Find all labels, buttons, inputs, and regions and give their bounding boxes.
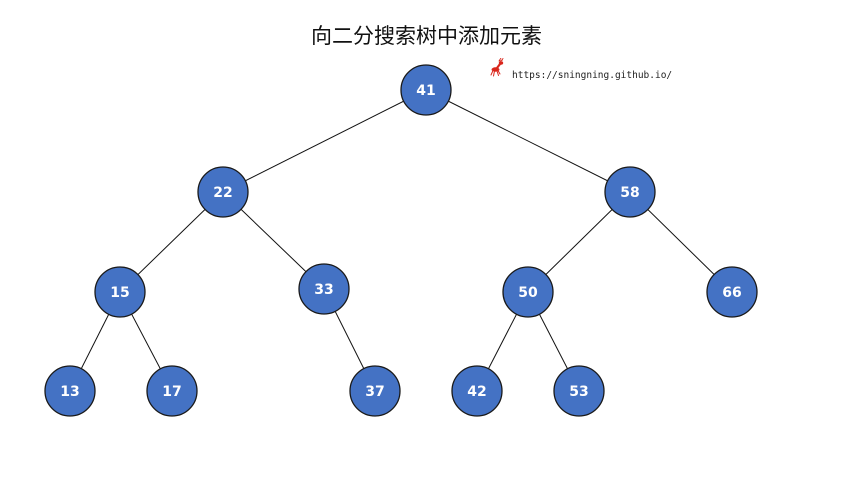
edge-41-58 bbox=[425, 89, 631, 193]
node-circle bbox=[502, 266, 554, 318]
node-circle bbox=[197, 166, 249, 218]
node-circle bbox=[349, 365, 401, 417]
node-circle bbox=[94, 266, 146, 318]
edge-41-22 bbox=[222, 89, 427, 193]
tree-node-58: 58 bbox=[604, 166, 656, 218]
diagram-title: 向二分搜索树中添加元素 bbox=[311, 24, 542, 48]
tree-node-15: 15 bbox=[94, 266, 146, 318]
tree-nodes: 41 22 58 15 33 50 66 13 17 37 42 53 bbox=[44, 64, 758, 417]
node-circle bbox=[44, 365, 96, 417]
tree-edges bbox=[69, 89, 733, 392]
tree-node-37: 37 bbox=[349, 365, 401, 417]
node-label: 37 bbox=[365, 384, 384, 400]
node-label: 13 bbox=[60, 384, 79, 400]
tree-node-33: 33 bbox=[298, 263, 350, 315]
tree-node-41: 41 bbox=[400, 64, 452, 116]
node-label: 66 bbox=[722, 285, 741, 301]
tree-node-17: 17 bbox=[146, 365, 198, 417]
node-label: 17 bbox=[162, 384, 181, 400]
node-label: 41 bbox=[416, 83, 435, 99]
node-label: 15 bbox=[110, 285, 129, 301]
node-label: 33 bbox=[314, 282, 333, 298]
node-circle bbox=[604, 166, 656, 218]
watermark-url: https://sningning.github.io/ bbox=[512, 69, 673, 81]
tree-node-50: 50 bbox=[502, 266, 554, 318]
tree-node-53: 53 bbox=[553, 365, 605, 417]
node-circle bbox=[451, 365, 503, 417]
node-label: 42 bbox=[467, 384, 486, 400]
node-circle bbox=[553, 365, 605, 417]
node-circle bbox=[298, 263, 350, 315]
deer-icon bbox=[490, 57, 508, 84]
node-circle bbox=[146, 365, 198, 417]
tree-node-66: 66 bbox=[706, 266, 758, 318]
tree-node-22: 22 bbox=[197, 166, 249, 218]
node-label: 53 bbox=[569, 384, 588, 400]
node-label: 22 bbox=[213, 185, 232, 201]
node-circle bbox=[400, 64, 452, 116]
node-label: 58 bbox=[620, 185, 639, 201]
tree-node-42: 42 bbox=[451, 365, 503, 417]
tree-node-13: 13 bbox=[44, 365, 96, 417]
node-label: 50 bbox=[518, 285, 538, 301]
watermark: https://sningning.github.io/ bbox=[490, 57, 673, 84]
node-circle bbox=[706, 266, 758, 318]
